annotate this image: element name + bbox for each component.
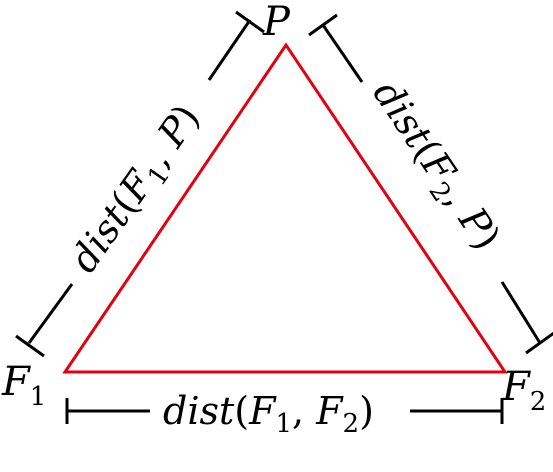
distance-label-f1-p: dist(F1, P): [61, 96, 213, 283]
vertex-label-p: P: [262, 0, 291, 45]
distance-label-f1-f2: dist(F1, F2): [163, 389, 374, 439]
left-measure-line: [15, 10, 265, 358]
bottom-measure-line: [65, 398, 504, 424]
vertex-label-f2: F2: [501, 364, 546, 417]
vertex-label-f1: F1: [1, 359, 46, 412]
triangle-f1-f2-p: [62, 42, 508, 374]
right-measure-line: [308, 13, 553, 355]
distance-label-f2-p: dist(F2, P): [360, 72, 510, 260]
